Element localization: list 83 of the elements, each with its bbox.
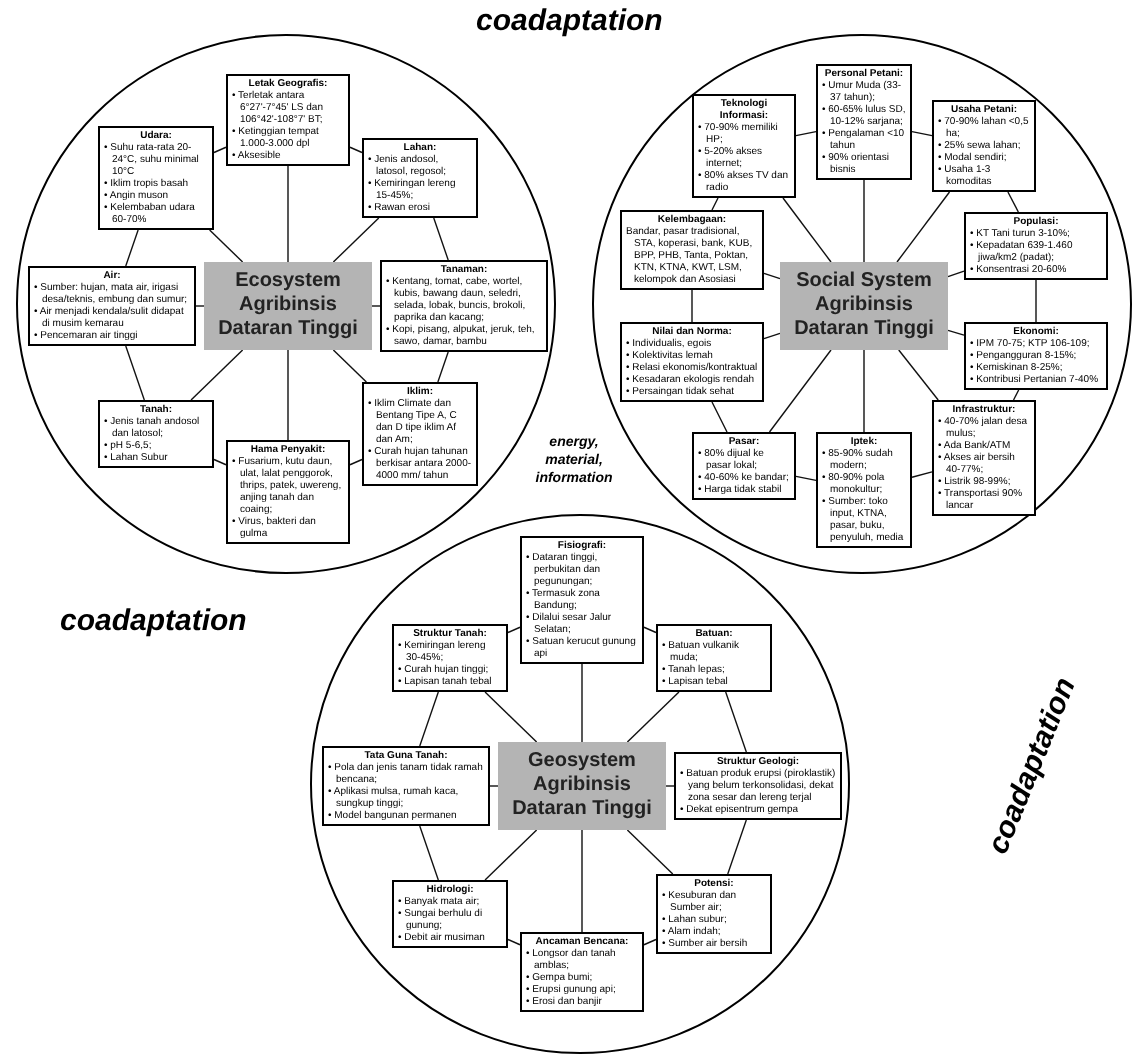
info-box [226,74,350,166]
connector-line [782,197,832,263]
info-box [932,400,1036,516]
connector-line [1007,191,1020,213]
info-box [98,126,214,230]
connector-line [581,663,583,743]
info-box [392,880,508,948]
connector-line [287,165,289,263]
info-box [692,94,796,198]
coadaptation-label: coadaptation [476,2,663,42]
connector-line [484,691,538,743]
connector-line [419,691,439,747]
connector-line [763,332,781,340]
info-box [816,64,912,180]
info-box [932,100,1036,192]
connector-line [332,349,368,383]
connector-line [947,329,965,336]
connector-line [626,691,680,743]
connector-line [795,475,817,482]
connector-line [208,229,244,263]
connector-line [911,471,933,478]
connector-line [433,217,449,261]
info-box [98,400,214,468]
connector-line [581,829,583,933]
connector-line [437,351,449,383]
system-title-box: Social System Agribinsis Dataran Tinggi [780,262,948,350]
system-title-box: Ecosystem Agribinsis Dataran Tinggi [204,262,372,350]
info-box [964,212,1108,280]
info-box [964,322,1108,390]
system-title-box: Geosystem Agribinsis Dataran Tinggi [498,742,666,830]
connector-line [863,179,865,263]
connector-line [349,458,363,466]
connector-line [795,130,817,137]
info-box [620,210,764,290]
info-box [520,536,644,664]
connector-line [643,626,657,634]
connector-line [349,146,363,154]
connector-line [287,349,289,441]
connector-line [507,938,521,946]
connector-line [768,349,832,433]
connector-line [507,626,521,634]
connector-line [898,349,939,401]
connector-line [125,345,145,401]
info-box [392,624,508,692]
info-box [322,746,490,826]
connector-line [484,829,538,881]
info-box [656,624,772,692]
connector-line [896,191,951,263]
connector-line [213,146,227,154]
connector-line [1035,279,1037,323]
connector-line [419,825,439,881]
connector-line [665,785,675,787]
info-box [656,874,772,954]
info-box [692,432,796,500]
connector-line [1012,389,1020,401]
connector-line [125,229,139,267]
info-box [380,260,548,352]
connector-line [727,819,747,875]
info-box [362,138,478,218]
connector-line [190,349,244,401]
info-box [674,752,842,820]
connector-line [863,349,865,433]
connector-line [911,130,933,137]
connector-line [947,270,965,278]
connector-line [332,217,380,263]
connector-line [371,305,381,307]
info-box [226,440,350,544]
connector-line [711,401,728,433]
connector-line [691,289,693,323]
connector-line [489,785,499,787]
info-box [620,322,764,402]
connector-line [711,197,719,211]
connector-line [195,305,205,307]
info-box [816,432,912,548]
info-box [28,266,196,346]
info-box [362,382,478,486]
coadaptation-label: coadaptation [60,602,247,642]
connector-line [763,272,781,280]
connector-line [725,691,747,753]
info-box [520,932,644,1012]
connector-line [213,458,227,466]
connector-line [643,938,657,946]
connector-line [626,829,674,875]
